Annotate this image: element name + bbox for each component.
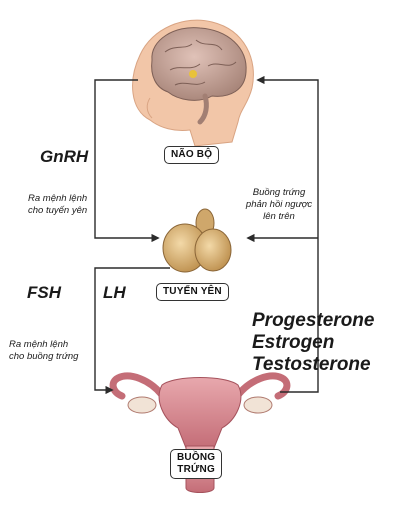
ovarian-hormones: Progesterone Estrogen Testosterone: [252, 310, 374, 376]
pituitary-label: TUYẾN YÊN: [156, 283, 229, 301]
feedback-line-3: lên trên: [263, 211, 295, 222]
fsh-label: FSH: [27, 283, 61, 302]
feedback-to-brain-arrow: [256, 75, 319, 393]
ovary-command-line-2: cho buồng trứng: [9, 351, 79, 362]
ovary-label: BUỒNG TRỨNG: [170, 449, 223, 479]
feedback-line-2: phản hồi ngược: [245, 199, 313, 210]
estrogen-label: Estrogen: [252, 332, 335, 353]
testosterone-label: Testosterone: [252, 354, 371, 375]
feedback-line-1: Buồng trứng: [252, 187, 306, 198]
progesterone-label: Progesterone: [252, 310, 375, 331]
gnrh-arrow: [94, 79, 160, 243]
pituitary-command-line-2: cho tuyến yên: [28, 205, 88, 216]
pituitary-illustration: [162, 208, 232, 273]
gnrh-label: GnRH: [40, 147, 89, 166]
ovary-command-note: Ra mệnh lệnh cho buồng trứng: [9, 339, 78, 363]
pituitary-command-line-1: Ra mệnh lệnh: [28, 193, 88, 204]
uterus-illustration: [109, 372, 291, 493]
pituitary-command-note: Ra mệnh lệnh cho tuyến yên: [28, 193, 87, 217]
feedback-note: Buồng trứng phản hồi ngược lên trên: [240, 187, 318, 223]
connector-lines: [94, 75, 319, 395]
ovary-label-line-2: TRỨNG: [177, 464, 215, 475]
lh-label: LH: [103, 283, 126, 302]
brain-label: NÃO BỘ: [164, 146, 220, 164]
ovary-label-line-1: BUỒNG: [177, 452, 216, 463]
brain-illustration: [151, 27, 247, 125]
fsh-lh-arrow: [94, 267, 170, 395]
ovary-command-line-1: Ra mệnh lệnh: [9, 339, 69, 350]
